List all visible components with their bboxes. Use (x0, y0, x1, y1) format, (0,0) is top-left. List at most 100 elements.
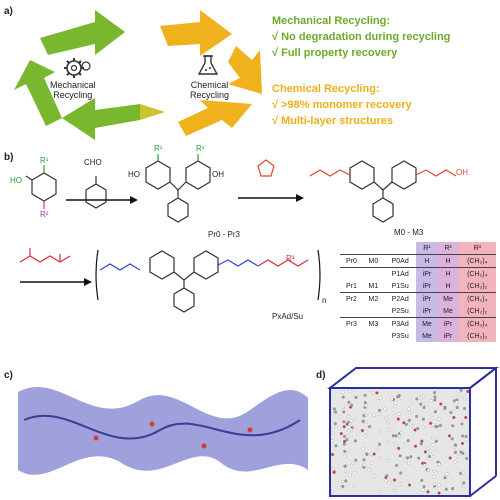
atom (429, 421, 433, 425)
cell-r2: Me (437, 292, 459, 305)
atom (426, 468, 430, 472)
atom (464, 438, 468, 442)
polymer-repeat-unit (95, 249, 321, 313)
atom (339, 432, 343, 436)
atom (456, 454, 461, 458)
atom (377, 412, 381, 416)
atom (394, 401, 398, 405)
atom (352, 484, 356, 488)
mechanical-recycling-cycle (14, 10, 165, 140)
atom (353, 439, 357, 443)
atom (330, 412, 335, 416)
chemical-point-2: √ Multi-layer structures (272, 115, 393, 127)
atom (379, 396, 383, 400)
atom (369, 388, 373, 392)
atom (426, 446, 430, 450)
atom (354, 395, 358, 399)
atom (460, 441, 465, 446)
cell-r1: iPr (416, 267, 438, 280)
atom (353, 471, 357, 475)
atom (399, 431, 403, 435)
atom (402, 443, 406, 447)
atom (362, 414, 366, 418)
atom (437, 491, 441, 495)
cho-label: CHO (84, 158, 102, 167)
atom (407, 461, 411, 465)
atom (413, 428, 417, 432)
atom (422, 463, 426, 467)
cell-r1: Me (416, 317, 438, 330)
atom (420, 478, 424, 482)
atom (459, 420, 463, 424)
atom (337, 426, 341, 430)
header-r1: R¹ (416, 242, 438, 255)
atom (341, 484, 345, 488)
benzaldehyde-reactant (85, 176, 107, 209)
atom (398, 434, 402, 438)
atom (349, 419, 353, 423)
atom (397, 446, 401, 450)
polymer-chain-surface (18, 387, 308, 475)
cell-pr: Pr2 (340, 292, 363, 305)
diol-monomer (309, 160, 457, 223)
atom (364, 403, 368, 408)
atom (394, 486, 398, 490)
atom (444, 487, 448, 491)
atom (407, 410, 411, 414)
chemical-recycling-label: Chemical Recycling (190, 80, 230, 100)
cell-m (362, 267, 384, 280)
atom (451, 424, 455, 428)
atom (394, 418, 398, 422)
atom (346, 420, 350, 424)
atom (433, 398, 437, 402)
atom (398, 454, 402, 458)
atom (331, 425, 335, 429)
cell-m (363, 330, 384, 342)
cell-r2: Me (437, 305, 459, 318)
atom (371, 391, 375, 395)
atom (443, 476, 447, 480)
atom (434, 439, 438, 443)
atom (449, 410, 453, 415)
atom (459, 450, 463, 454)
atom (346, 434, 350, 438)
atom (386, 428, 390, 432)
atom (421, 417, 425, 421)
atom (363, 434, 367, 438)
chemical-recycling-title: Chemical Recycling: (272, 83, 380, 95)
atom (362, 458, 366, 462)
atom (413, 444, 418, 448)
atom (393, 414, 397, 418)
atom (433, 449, 437, 453)
flask-icon (197, 55, 219, 75)
atom (421, 425, 425, 429)
atom (428, 449, 433, 453)
atom (351, 461, 355, 466)
atom (409, 423, 413, 427)
atom (361, 419, 365, 423)
atom (423, 450, 427, 454)
atom (390, 427, 394, 431)
ho-label: HO (10, 176, 22, 185)
atom (378, 442, 382, 446)
cell-r2: H (437, 254, 459, 268)
cell-pr (340, 305, 363, 318)
atom (431, 443, 435, 447)
cell-pr (340, 267, 363, 280)
n-subscript: n (322, 296, 327, 305)
cell-p: P3Ad (383, 317, 417, 330)
chemical-point-1: √ >98% monomer recovery (272, 99, 412, 111)
panel-label-d: d) (316, 370, 326, 381)
atom (363, 463, 367, 467)
atom (394, 444, 398, 448)
atom (429, 399, 433, 403)
atom (461, 471, 465, 475)
atom (343, 469, 348, 473)
atom (453, 460, 457, 464)
atom (432, 482, 436, 486)
